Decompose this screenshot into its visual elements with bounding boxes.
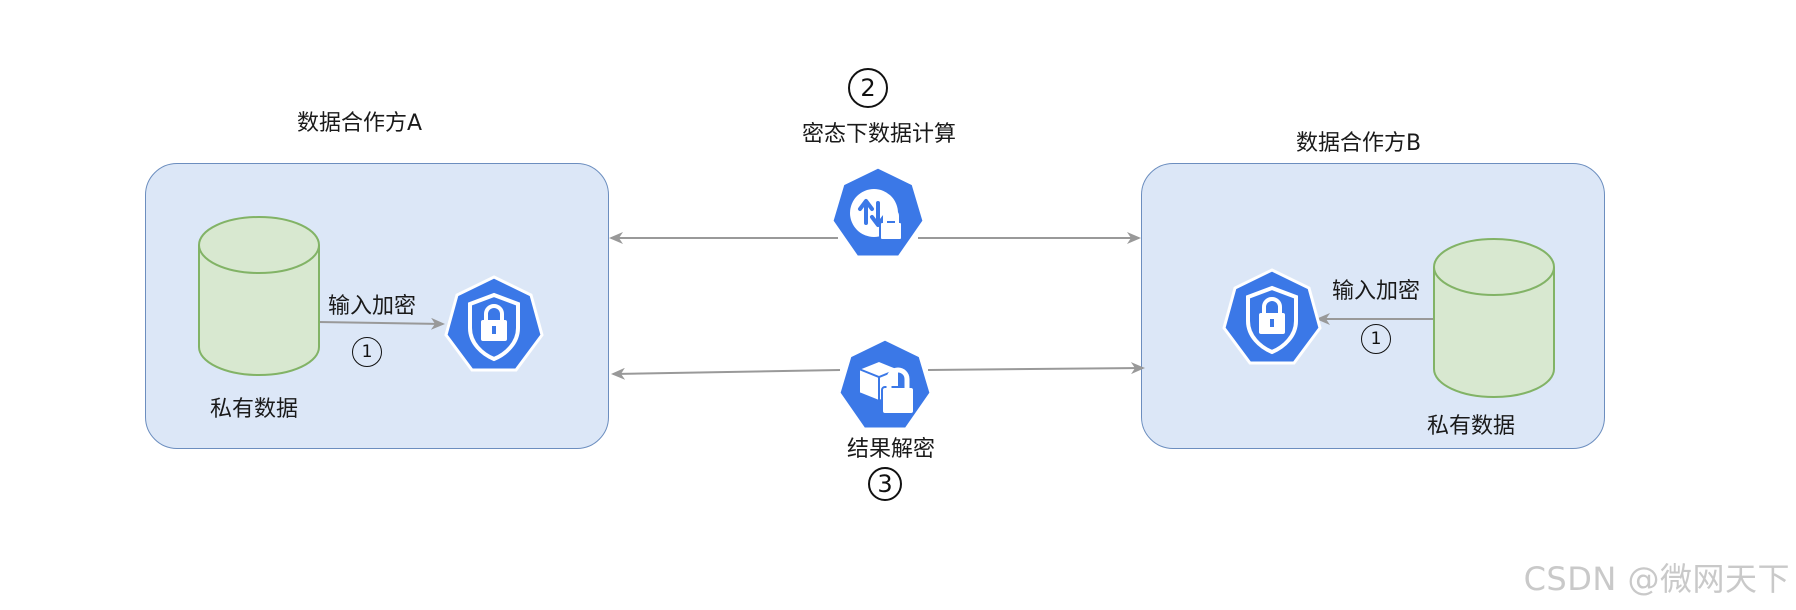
party-a-private-data-label: 私有数据	[210, 397, 299, 422]
party-b-title: 数据合作方B	[1296, 131, 1422, 156]
party-b-private-data-label: 私有数据	[1427, 414, 1516, 439]
party-a-title: 数据合作方A	[297, 111, 423, 136]
shield-lock-icon	[1222, 268, 1322, 365]
database-cylinder-icon	[198, 216, 320, 376]
exchange-lock-icon	[830, 165, 926, 259]
result-step-badge: 3	[868, 467, 902, 501]
party-b-input-encrypt-label: 输入加密	[1332, 279, 1421, 304]
arrow-result-to-a	[611, 367, 841, 380]
package-lock-icon	[837, 337, 933, 431]
party-b-step-badge: 1	[1361, 324, 1391, 354]
party-a-input-encrypt-label: 输入加密	[328, 294, 417, 319]
compute-label: 密态下数据计算	[802, 122, 957, 147]
arrow-a-encrypt	[317, 317, 445, 330]
database-cylinder-icon	[1433, 238, 1555, 398]
result-label: 结果解密	[847, 437, 936, 462]
arrow-result-to-b	[927, 362, 1145, 375]
shield-lock-icon	[444, 275, 544, 372]
compute-step-badge: 2	[848, 68, 888, 108]
party-a-step-badge: 1	[352, 337, 382, 367]
watermark: CSDN @微网天下	[1523, 560, 1790, 598]
